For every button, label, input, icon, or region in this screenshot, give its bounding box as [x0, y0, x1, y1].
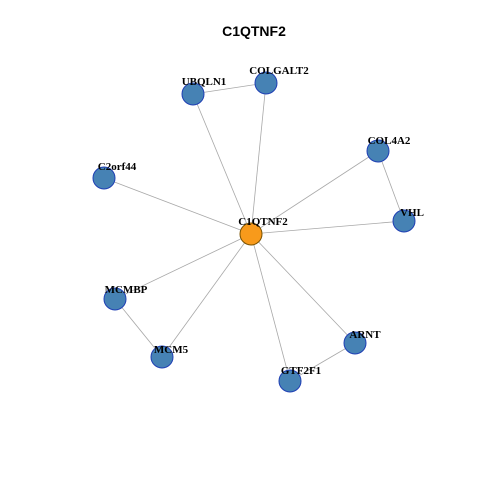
graph-title: C1QTNF2: [222, 23, 286, 39]
node-label: C2orf44: [98, 161, 137, 173]
node-label: UBQLN1: [182, 76, 227, 88]
edge-c1qtnf2-mcm5: [161, 233, 252, 358]
edge-mcmbp-mcm5: [114, 298, 163, 358]
node-vhl: VHL: [392, 207, 424, 233]
node-circle: [239, 222, 263, 246]
node-arnt: ARNT: [343, 329, 381, 355]
edge-c1qtnf2-c2orf44: [103, 177, 252, 235]
node-mcm5: MCM5: [150, 344, 189, 369]
node-c1qtnf2: C1QTNF2: [238, 216, 288, 246]
node-label: VHL: [400, 207, 424, 219]
node-col4a2: COL4A2: [366, 135, 411, 163]
edge-gtf2f1-arnt: [289, 342, 356, 382]
node-circle: [343, 331, 367, 355]
node-ubqln1: UBQLN1: [181, 76, 227, 106]
edge-c1qtnf2-ubqln1: [192, 93, 252, 235]
node-circle: [103, 287, 127, 311]
node-label: COL4A2: [368, 135, 411, 147]
node-label: GTF2F1: [281, 365, 321, 377]
node-circle: [366, 139, 390, 163]
edge-c1qtnf2-gtf2f1: [250, 233, 291, 382]
node-circle: [150, 345, 174, 369]
node-circle: [278, 369, 302, 393]
node-label: MCMBP: [105, 284, 148, 296]
node-mcmbp: MCMBP: [103, 284, 148, 311]
edge-c1qtnf2-arnt: [250, 233, 356, 344]
node-label: MCM5: [154, 344, 189, 356]
node-colgalt2: COLGALT2: [249, 65, 309, 95]
node-label: COLGALT2: [249, 65, 309, 77]
edge-c1qtnf2-colgalt2: [250, 82, 267, 235]
edge-col4a2-vhl: [377, 150, 405, 222]
node-c2orf44: C2orf44: [92, 161, 137, 190]
node-gtf2f1: GTF2F1: [278, 365, 321, 393]
node-label: ARNT: [349, 329, 381, 341]
node-circle: [254, 71, 278, 95]
node-circle: [181, 82, 205, 106]
node-label: C1QTNF2: [238, 216, 288, 228]
edge-c1qtnf2-mcmbp: [114, 233, 252, 300]
node-circle: [392, 209, 416, 233]
edge-c1qtnf2-col4a2: [250, 150, 379, 235]
node-circle: [92, 166, 116, 190]
edge-c1qtnf2-vhl: [250, 220, 405, 235]
edge-ubqln1-colgalt2: [192, 82, 267, 95]
edges-layer: [103, 82, 405, 382]
